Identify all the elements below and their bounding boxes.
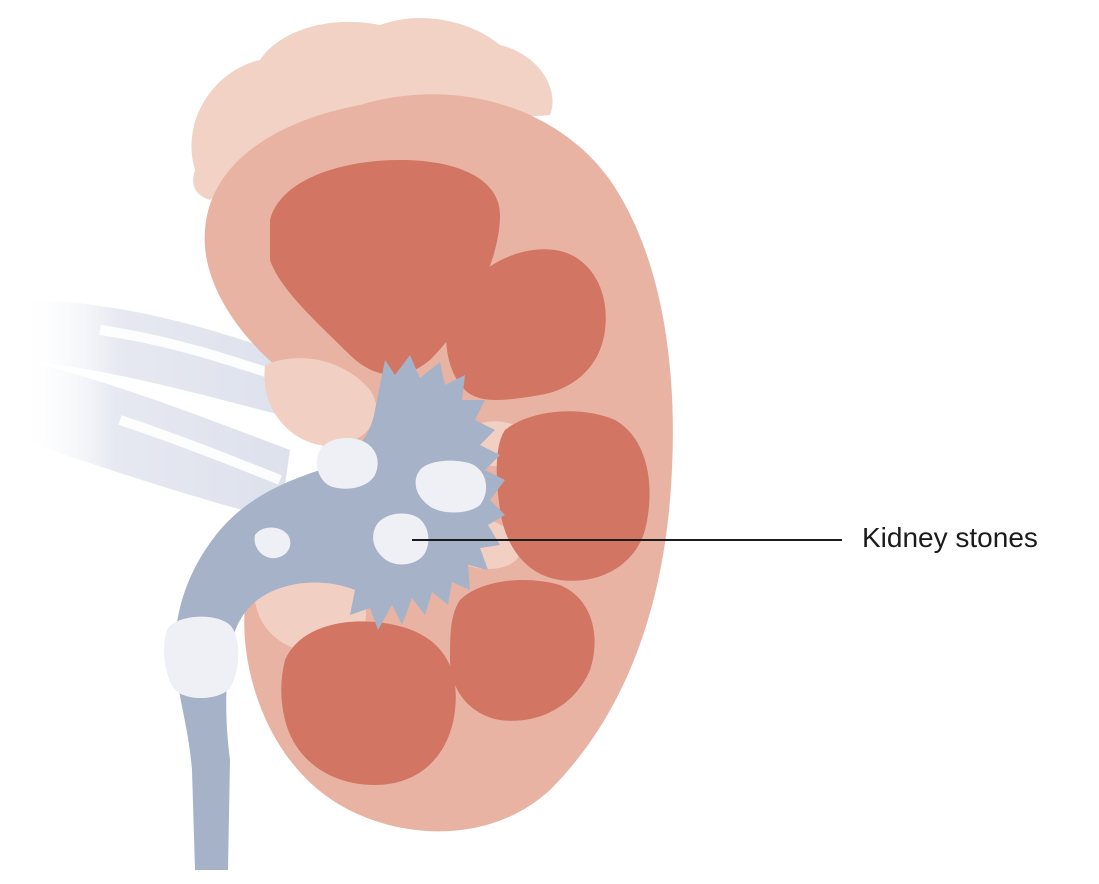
- kidney-stones-label: Kidney stones: [862, 522, 1038, 554]
- stone-1: [317, 438, 378, 489]
- stone-5: [164, 617, 238, 698]
- pyramid-right: [497, 411, 650, 580]
